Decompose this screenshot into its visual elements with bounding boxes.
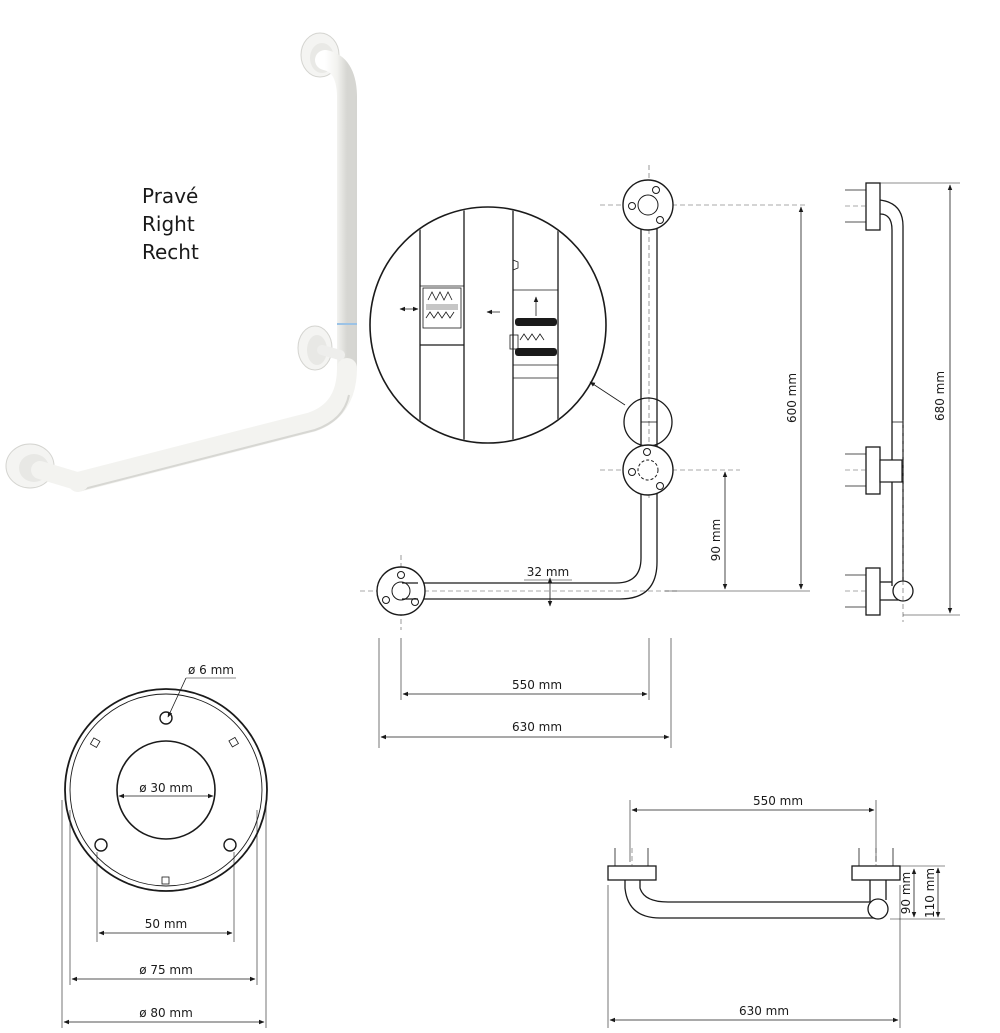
flange-detail: ø 6 mm ø 30 mm 50 mm ø 75 mm ø 80 mm [61, 663, 268, 1028]
dim-length-630-top: 630 mm [739, 1004, 789, 1018]
dim-length-630-front: 630 mm [512, 720, 562, 734]
dim-height-90: 90 mm [709, 519, 723, 561]
dim-tube-32: 32 mm [527, 565, 569, 579]
dim-length-550-front: 550 mm [512, 678, 562, 692]
dim-height-680: 680 mm [933, 371, 947, 421]
flange-inner-diameter: ø 30 mm [139, 781, 193, 795]
flange-hole-diameter: ø 6 mm [188, 663, 234, 677]
flange-hole-spacing: 50 mm [145, 917, 187, 931]
side-label-de: Recht [142, 240, 199, 264]
top-view: 550 mm 630 mm 90 mm 110 mm [607, 794, 945, 1028]
product-render [5, 32, 357, 492]
dim-depth-90-top: 90 mm [899, 872, 913, 914]
flange-diameter-80: ø 80 mm [139, 1006, 193, 1020]
side-label-en: Right [142, 212, 195, 236]
dim-depth-110-top: 110 mm [923, 868, 937, 918]
dim-height-600: 600 mm [785, 373, 799, 423]
side-labels: Pravé Right Recht [142, 184, 199, 264]
front-view: 600 mm 90 mm 32 mm 550 mm 630 mm [360, 165, 810, 748]
side-view: 680 mm [845, 182, 960, 622]
dim-length-550-top: 550 mm [753, 794, 803, 808]
detail-magnifier [369, 206, 626, 444]
flange-diameter-75: ø 75 mm [139, 963, 193, 977]
side-label-cz: Pravé [142, 184, 198, 208]
